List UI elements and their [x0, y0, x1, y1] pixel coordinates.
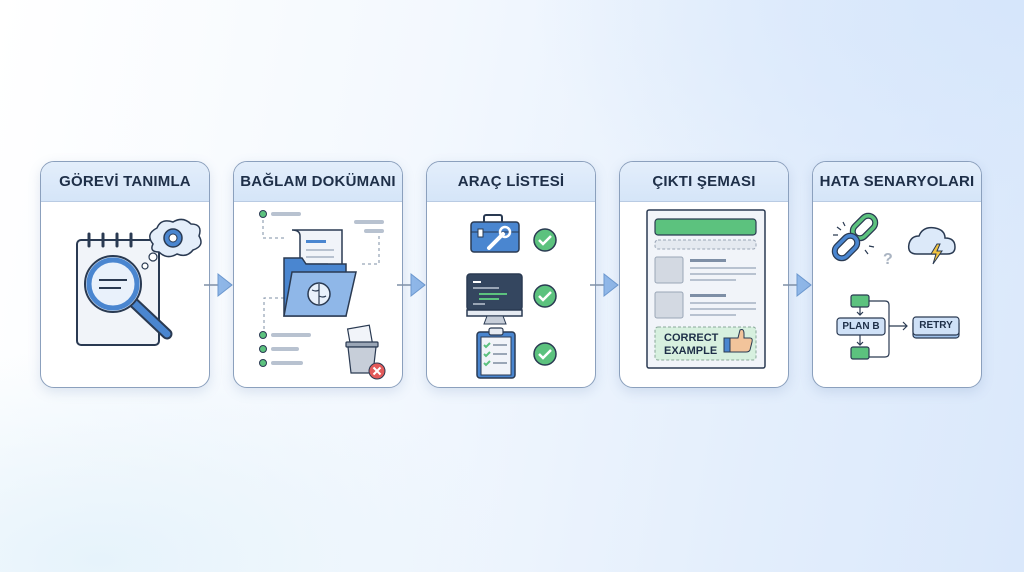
correct-example-line2: EXAMPLE [664, 345, 718, 357]
correct-example-label: CORRECT EXAMPLE [664, 332, 718, 358]
question-mark: ? [883, 251, 893, 268]
flow-arrow [204, 272, 233, 298]
step-title: ÇIKTI ŞEMASI [620, 162, 788, 202]
step-card-tool-list: ARAÇ LİSTESİ [426, 161, 596, 388]
flow-arrow [783, 272, 812, 298]
step-card-define-task: GÖREVİ TANIMLA [40, 161, 210, 388]
toolbox-icon [470, 214, 520, 253]
step-title: ARAÇ LİSTESİ [427, 162, 595, 202]
bullet-list-icon [259, 210, 384, 367]
thought-gear-icon [141, 218, 202, 270]
clipboard-checklist-icon [476, 327, 516, 379]
flow-arrow [590, 272, 619, 298]
step-title: GÖREVİ TANIMLA [41, 162, 209, 202]
monitor-code-icon [466, 273, 523, 325]
brain-folder-icon [283, 257, 357, 317]
step-title: HATA SENARYOLARI [813, 162, 981, 202]
schema-document-icon [646, 209, 766, 369]
step-card-output-schema: ÇIKTI ŞEMASI [619, 161, 789, 388]
step-card-context-document: BAĞLAM DOKÜMANI [233, 161, 403, 388]
flow-arrow [397, 272, 426, 298]
checkmark-icon [533, 228, 557, 252]
step-card-error-scenarios: HATA SENARYOLARI ? [812, 161, 982, 388]
retry-label: RETRY [919, 320, 953, 331]
checkmark-icon [533, 342, 557, 366]
correct-example-line1: CORRECT [664, 332, 719, 344]
thumbs-up-icon [723, 329, 753, 353]
broken-link-icon [831, 212, 879, 262]
magnifier-icon [84, 255, 173, 340]
step-title: BAĞLAM DOKÜMANI [234, 162, 402, 202]
flowchart-icon [836, 294, 960, 360]
checkmark-icon [533, 284, 557, 308]
plan-b-label: PLAN B [842, 321, 880, 332]
storm-cloud-icon [907, 226, 956, 265]
trash-icon [345, 324, 386, 380]
